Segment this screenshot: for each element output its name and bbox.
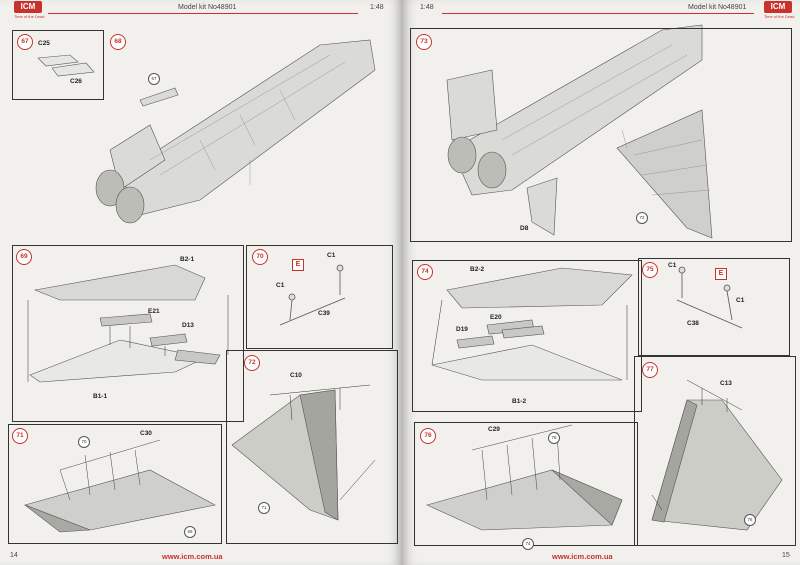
part-label: C30: [140, 430, 152, 437]
right-page: 1:48 Model kit No48901 ICM Time of the D…: [402, 0, 800, 565]
step-reference: 67: [148, 73, 160, 85]
part-sprue-letter: E: [715, 268, 727, 280]
step-number: 69: [16, 249, 32, 265]
step-75-panel: [638, 258, 790, 356]
part-label: B2-1: [180, 256, 195, 263]
scale-label: 1:48: [420, 4, 434, 11]
part-label: E20: [490, 314, 502, 321]
step-number: 67: [17, 34, 33, 50]
part-label: C1: [327, 252, 336, 259]
header-rule: [442, 13, 754, 14]
step-reference: 76: [744, 514, 756, 526]
part-label: C29: [488, 426, 500, 433]
step-reference: 70: [78, 436, 90, 448]
step-76-panel: [414, 422, 638, 546]
page-number: 15: [782, 552, 790, 559]
part-label: E21: [148, 308, 160, 315]
model-kit-label: Model kit No48901: [178, 4, 237, 11]
part-label: C1: [276, 282, 285, 289]
part-label: C10: [290, 372, 302, 379]
part-label: D13: [182, 322, 194, 329]
part-sprue-letter: E: [292, 259, 304, 271]
step-77-panel: [634, 356, 796, 546]
step-number: 72: [244, 355, 260, 371]
step-number: 68: [110, 34, 126, 50]
part-label: C13: [720, 380, 732, 387]
step-number: 75: [642, 262, 658, 278]
logo-tagline: Time of the Dead: [764, 14, 795, 19]
step-72-panel: [226, 350, 398, 544]
part-label: B1-2: [512, 398, 527, 405]
step-reference: 69: [184, 526, 196, 538]
step-reference: 75: [548, 432, 560, 444]
left-page-drawings: [24, 39, 376, 533]
model-kit-label: Model kit No48901: [688, 4, 747, 11]
step-74-panel: [412, 260, 642, 412]
right-page-drawings: [426, 24, 783, 531]
part-label: B2-2: [470, 266, 485, 273]
step-reference: 72: [636, 212, 648, 224]
step-number: 71: [12, 428, 28, 444]
step-reference: 71: [258, 502, 270, 514]
step-number: 76: [420, 428, 436, 444]
step-number: 73: [416, 34, 432, 50]
part-label: C26: [70, 78, 82, 85]
step-71-panel: [8, 424, 222, 544]
part-label: D19: [456, 326, 468, 333]
part-label: C25: [38, 40, 50, 47]
scale-label: 1:48: [370, 4, 384, 11]
part-label: D8: [520, 225, 529, 232]
step-70-panel: [246, 245, 393, 349]
step-number: 77: [642, 362, 658, 378]
step-73-panel: [410, 28, 792, 242]
header-rule: [48, 13, 358, 14]
left-page: ICM Time of the Dead Model kit No48901 1…: [0, 0, 402, 565]
logo-tagline: Time of the Dead: [14, 14, 45, 19]
part-label: C38: [687, 320, 699, 327]
part-label: C1: [668, 262, 677, 269]
step-number: 70: [252, 249, 268, 265]
part-label: B1-1: [93, 393, 108, 400]
step-reference: 74: [522, 538, 534, 550]
step-number: 74: [417, 264, 433, 280]
part-label: C39: [318, 310, 330, 317]
website-link[interactable]: www.icm.com.ua: [552, 552, 613, 561]
part-label: C1: [736, 297, 745, 304]
icm-logo: ICM: [764, 1, 792, 13]
website-link[interactable]: www.icm.com.ua: [162, 552, 223, 561]
step-69-panel: [12, 245, 244, 422]
step-67-panel: [12, 30, 104, 100]
page-number: 14: [10, 552, 18, 559]
icm-logo: ICM: [14, 1, 42, 13]
